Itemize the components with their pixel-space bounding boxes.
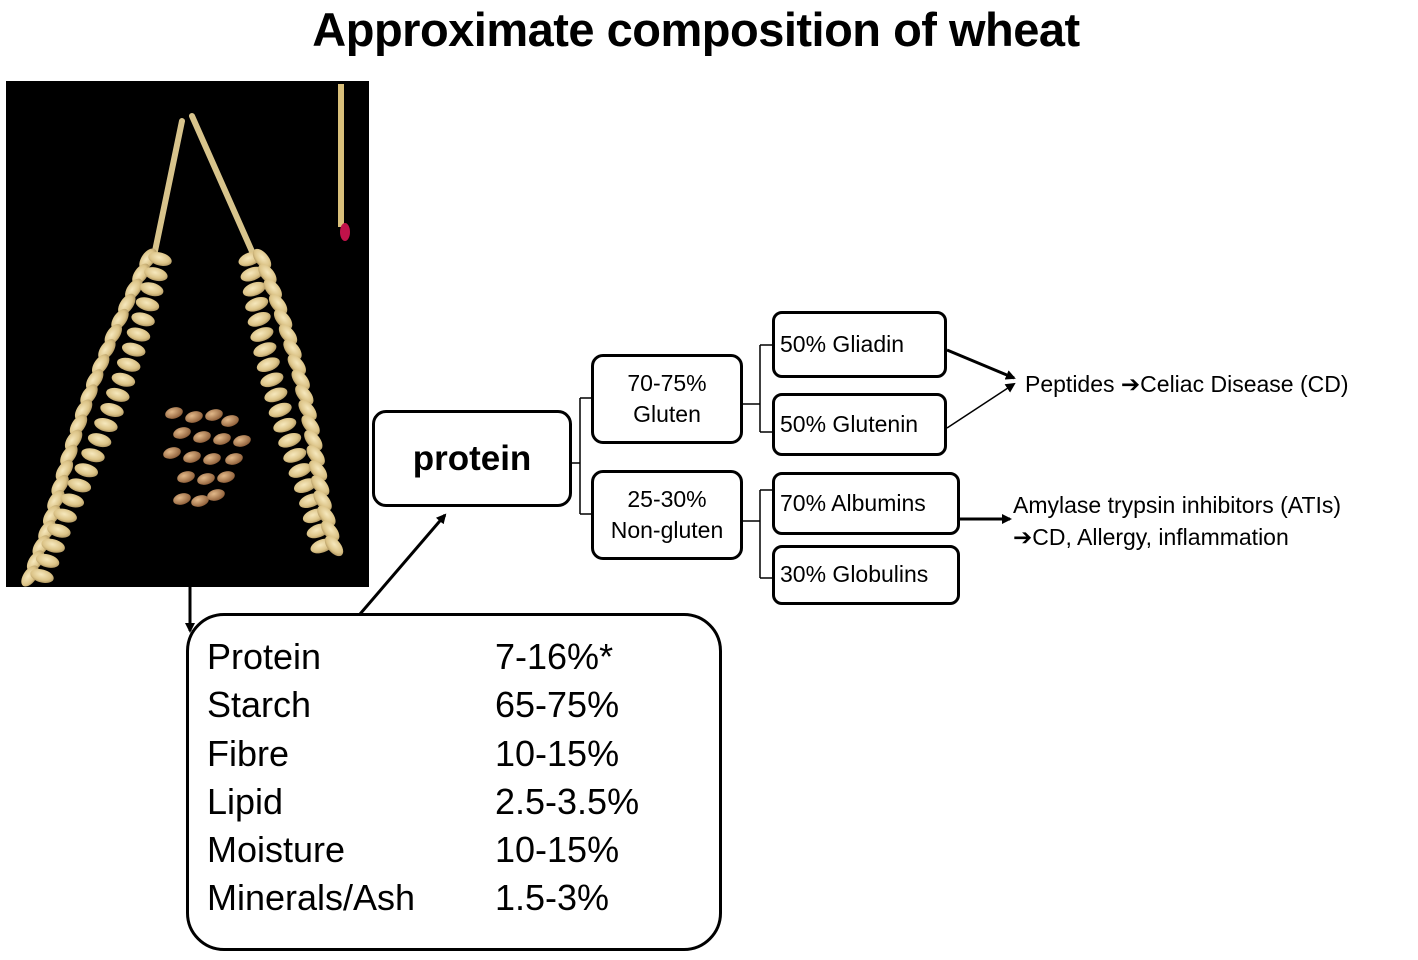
composition-row: Lipid 2.5-3.5% (207, 778, 719, 826)
gluten-percent: 70-75% (627, 369, 707, 396)
component-value: 2.5-3.5% (495, 780, 640, 822)
glutenin-label: 50% Glutenin (780, 410, 919, 437)
glutenin-arrow (946, 382, 1016, 429)
protein-node: protein (372, 410, 572, 507)
gluten-node: 70-75% Gluten (591, 354, 743, 444)
component-value: 65-75% (495, 684, 620, 726)
component-name: Moisture (207, 829, 346, 871)
glutenin-node: 50% Glutenin (772, 393, 947, 456)
wheat-ear-right (189, 113, 344, 557)
component-value: 10-15% (495, 732, 620, 774)
nongluten-bracket (743, 489, 772, 579)
component-name: Fibre (207, 732, 290, 774)
globulins-node: 30% Globulins (772, 545, 960, 605)
ati-outcome-line-1: Amylase trypsin inhibitors (ATIs) (1013, 492, 1342, 518)
ati-outcome: Amylase trypsin inhibitors (ATIs) ➔CD, A… (1013, 489, 1341, 553)
wheat-grains (163, 407, 251, 507)
component-value: 1.5-3% (495, 877, 610, 919)
gluten-label: Gluten (633, 401, 701, 427)
component-value: 10-15% (495, 829, 620, 871)
gliadin-node: 50% Gliadin (772, 311, 947, 378)
wheat-photo (6, 81, 369, 587)
globulins-label: 30% Globulins (780, 561, 929, 588)
protein-bracket (572, 397, 591, 515)
composition-row: Minerals/Ash 1.5-3% (207, 874, 719, 922)
nongluten-node: 25-30% Non-gluten (591, 470, 743, 560)
component-value: 7-16%* (495, 636, 614, 677)
albumins-label: 70% Albumins (780, 489, 926, 516)
gliadin-arrow (946, 348, 1016, 380)
wheat-ear-left (21, 118, 185, 587)
composition-row: Fibre 10-15% (207, 730, 719, 778)
component-name: Lipid (207, 780, 284, 822)
composition-row: Starch 65-75% (207, 681, 719, 729)
composition-row: Protein 7-16%* (207, 633, 719, 681)
gluten-bracket (743, 344, 772, 433)
albumins-node: 70% Albumins (772, 472, 960, 535)
celiac-outcome: Peptides ➔Celiac Disease (CD) (1025, 368, 1349, 400)
component-name: Starch (207, 684, 312, 726)
component-name: Protein (207, 636, 322, 677)
nongluten-percent: 25-30% (627, 485, 707, 512)
protein-label: protein (412, 438, 532, 478)
match-icon (338, 84, 350, 241)
component-name: Minerals/Ash (207, 877, 416, 919)
composition-table: Protein 7-16%* Starch 65-75% Fibre 10-15… (186, 613, 722, 951)
gliadin-label: 50% Gliadin (780, 330, 905, 357)
figure-title: Approximate composition of wheat (312, 3, 1080, 56)
ati-outcome-line-2: ➔CD, Allergy, inflammation (1013, 524, 1289, 551)
composition-row: Moisture 10-15% (207, 826, 719, 874)
nongluten-label: Non-gluten (610, 517, 724, 543)
celiac-outcome-line: Peptides ➔Celiac Disease (CD) (1025, 371, 1349, 397)
